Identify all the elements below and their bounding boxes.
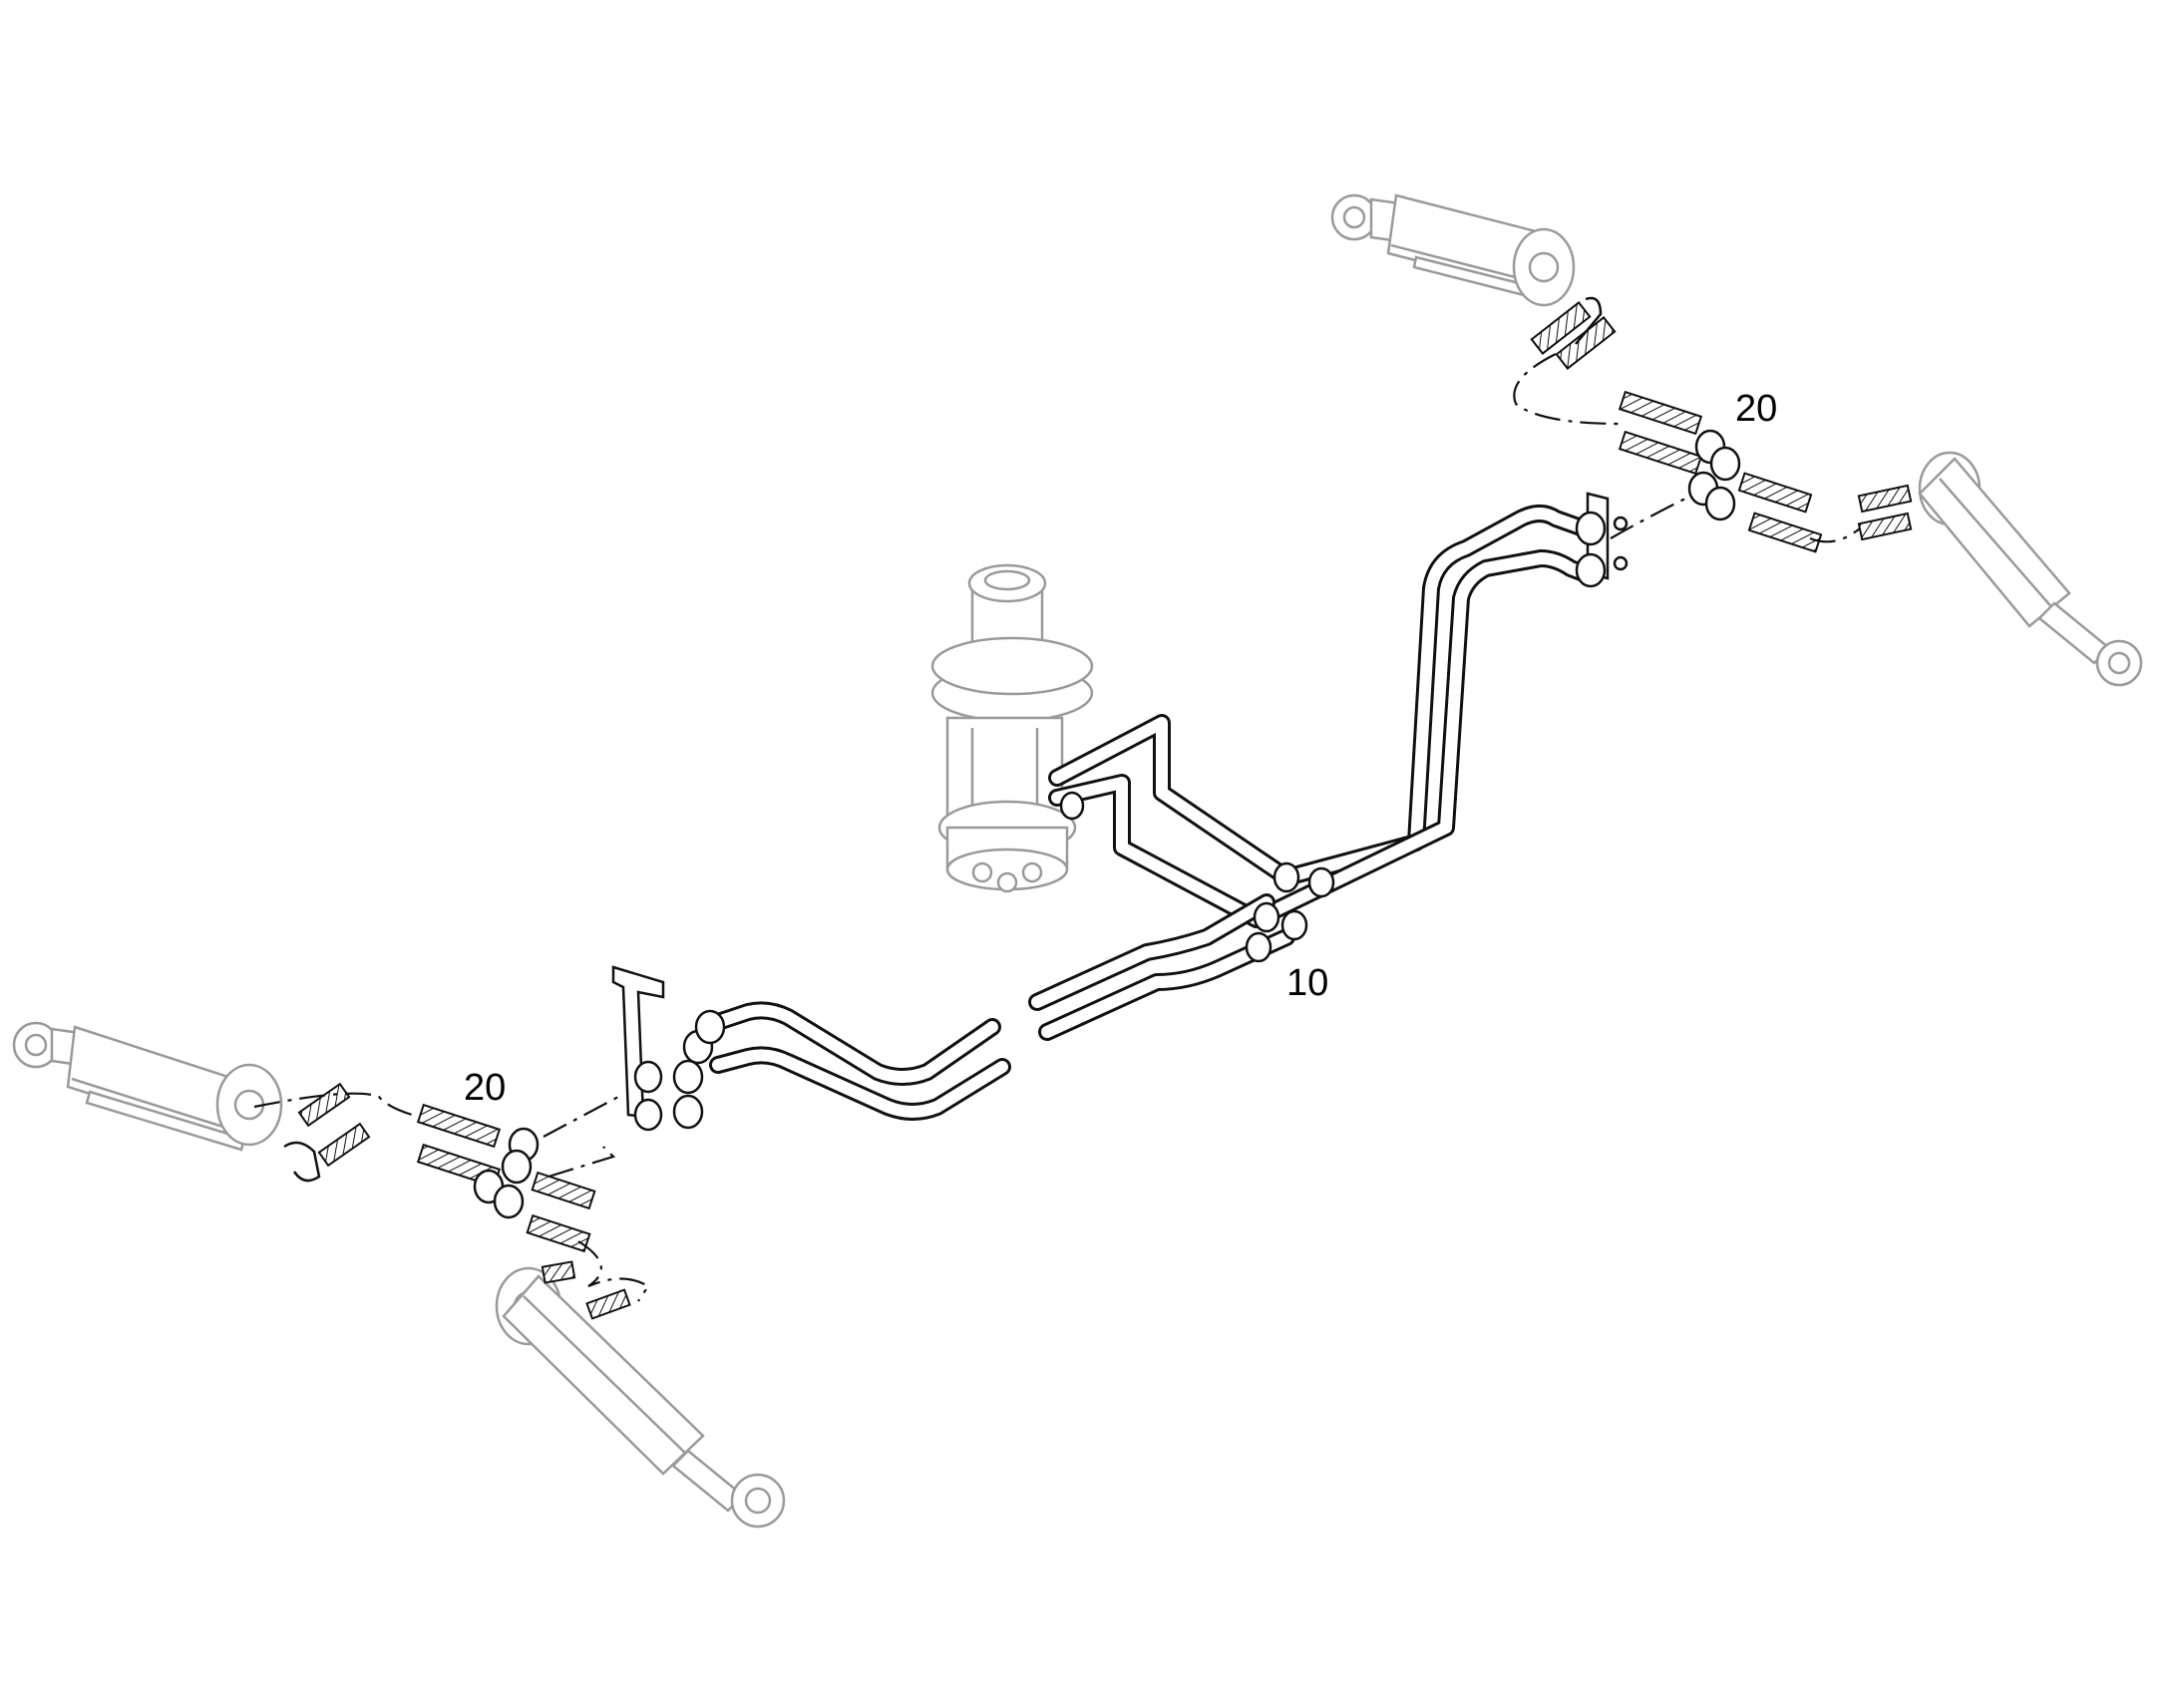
hydraulic-cylinder-bottom-left [495,1266,786,1529]
rotary-union [930,563,1094,893]
callout-20-left: 20 [464,1067,506,1109]
callout-20-right: 20 [1735,388,1777,430]
pipe-run-upper-right [1048,505,1593,928]
hydraulic-cylinder-right [1918,451,2143,687]
pipe-run-lower-left [709,893,1295,1121]
bulkhead-bracket-right [1575,492,1629,588]
hydraulic-cylinder-left [12,1021,283,1152]
hose-assembly-right [1513,296,1913,553]
hydraulic-cylinder-top-right [1330,193,1576,307]
tee-fitting-center [1059,791,1335,963]
callout-10: 10 [1286,962,1328,1004]
hose-assembly-left [253,1082,650,1320]
bulkhead-bracket-left [611,965,726,1132]
